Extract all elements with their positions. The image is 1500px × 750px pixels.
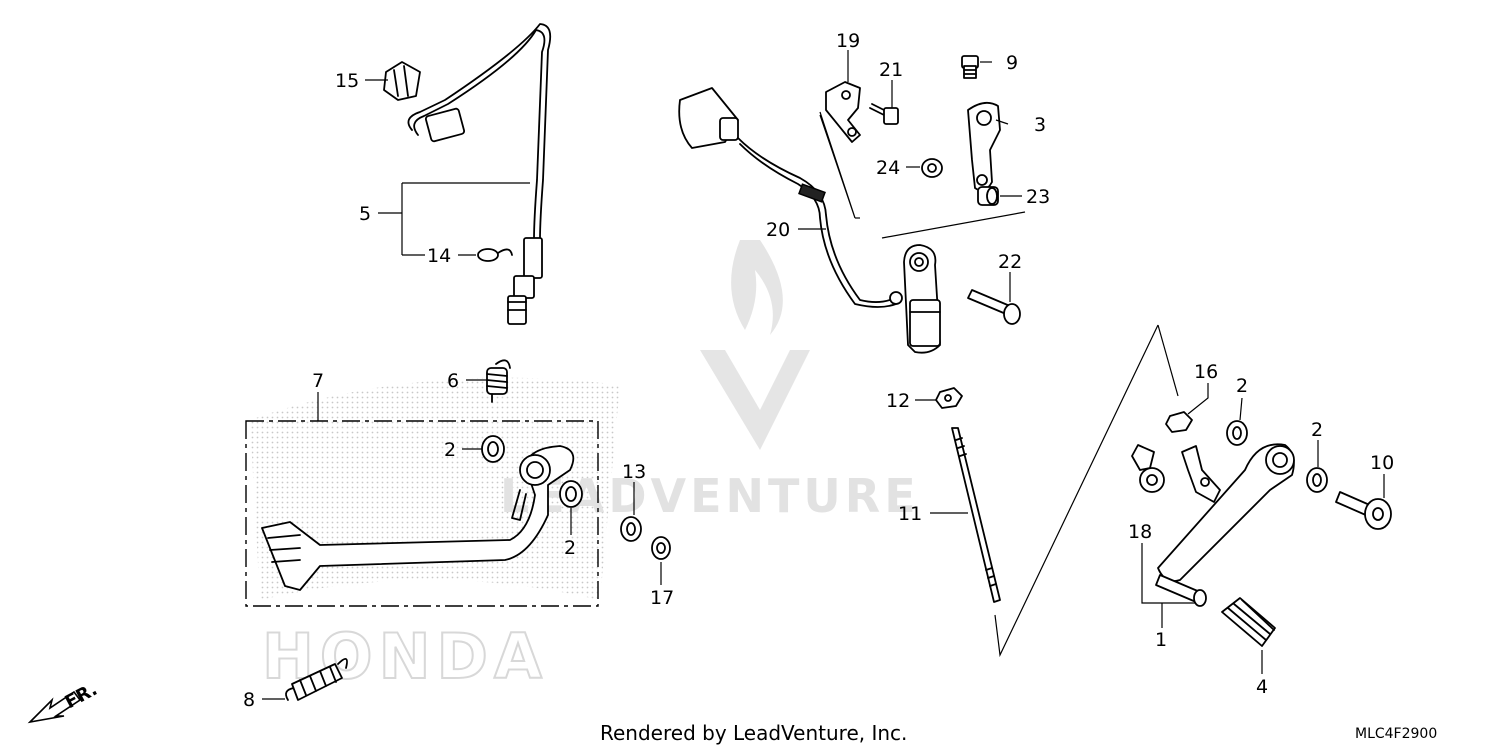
callout-17: 17 [650, 587, 674, 609]
part-22-bolt [967, 289, 1021, 325]
callout-2: 2 [444, 439, 456, 461]
callout-6: 6 [447, 370, 459, 392]
callout-labels: 1 2 2 2 2 3 4 5 6 7 8 9 10 11 12 13 14 1… [243, 30, 1394, 711]
callout-12: 12 [886, 390, 910, 412]
part-7-group-box [245, 420, 599, 607]
callout-8: 8 [243, 689, 255, 711]
part-18-joint [1131, 444, 1221, 503]
callout-1: 1 [1155, 629, 1167, 651]
part-14-clip [477, 248, 513, 262]
callout-2: 2 [564, 537, 576, 559]
callout-14: 14 [427, 245, 451, 267]
part-2-collar-c [1226, 420, 1248, 446]
part-6-spring [486, 359, 511, 403]
leadventure-logo-watermark [700, 240, 810, 450]
callout-9: 9 [1006, 52, 1018, 74]
part-17-clip [651, 536, 671, 560]
callout-11: 11 [898, 503, 922, 525]
callout-20: 20 [766, 219, 790, 241]
part-15-clip [383, 61, 421, 101]
callout-15: 15 [335, 70, 359, 92]
diagram-code: MLC4F2900 [1355, 726, 1437, 742]
callout-7: 7 [312, 370, 324, 392]
callout-3: 3 [1034, 114, 1046, 136]
part-13-washer [620, 516, 642, 542]
part-7-brake-pedal [261, 445, 575, 591]
part-10-bolt [1335, 491, 1392, 530]
callout-22: 22 [998, 251, 1022, 273]
callout-19: 19 [836, 30, 860, 52]
callout-4: 4 [1256, 676, 1268, 698]
part-21-bolt [869, 103, 899, 125]
part-12-nut [935, 387, 963, 409]
callout-16: 16 [1194, 361, 1218, 383]
part-19-bracket [825, 81, 861, 143]
callout-2: 2 [1236, 375, 1248, 397]
part-8-spring [285, 658, 348, 701]
callout-13: 13 [622, 461, 646, 483]
part-5-brake-switch [407, 23, 552, 325]
part-9-bolt [961, 55, 979, 79]
callout-18: 18 [1128, 521, 1152, 543]
part-1-gearshift-pedal [1155, 443, 1295, 607]
callout-10: 10 [1370, 452, 1394, 474]
leader-lines [262, 50, 1385, 700]
rendered-by-footer: Rendered by LeadVenture, Inc. [600, 721, 907, 745]
callout-24: 24 [876, 157, 900, 179]
callout-23: 23 [1026, 186, 1050, 208]
front-direction-arrow: FR. [27, 679, 101, 724]
part-3-arm [967, 101, 1001, 192]
part-2-collar-d [1306, 467, 1328, 493]
part-4-rubber [1221, 597, 1276, 647]
part-2-collar-a [481, 435, 505, 463]
part-11-rod [951, 427, 1001, 603]
callout-2: 2 [1311, 419, 1323, 441]
callout-21: 21 [879, 59, 903, 81]
callout-5: 5 [359, 203, 371, 225]
part-24-nut [921, 158, 943, 178]
part-16-nut [1165, 411, 1193, 433]
part-20-neutral-switch [678, 87, 941, 354]
part-2-collar-b [559, 480, 583, 508]
part-23-collar [977, 186, 999, 206]
